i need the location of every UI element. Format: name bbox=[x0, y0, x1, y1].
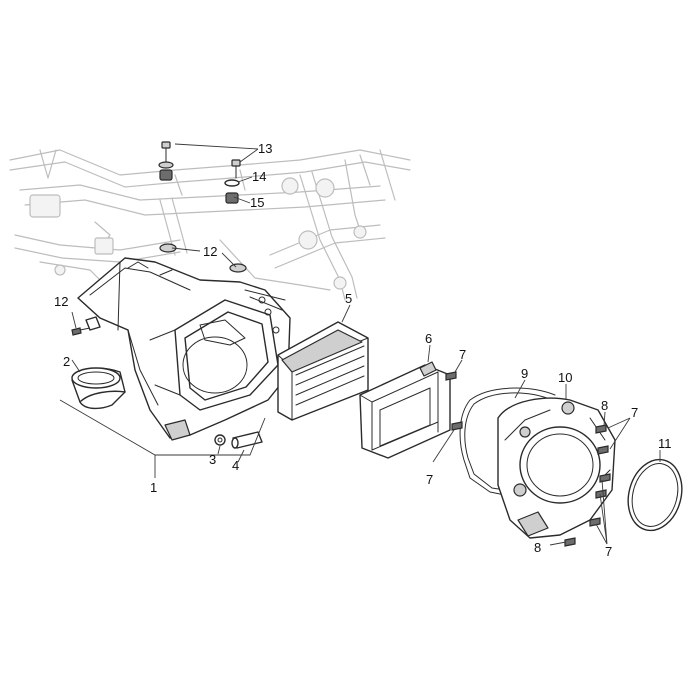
callout-9: 9 bbox=[521, 366, 528, 381]
callout-12-left: 12 bbox=[54, 294, 68, 309]
callout-14: 14 bbox=[252, 169, 266, 184]
cover-screws bbox=[445, 371, 611, 547]
ring-seal bbox=[627, 458, 683, 532]
callout-4: 4 bbox=[232, 458, 239, 473]
callout-8-top: 8 bbox=[601, 398, 608, 413]
intake-duct bbox=[71, 367, 126, 410]
leader-lines bbox=[59, 143, 661, 546]
air-filter-element bbox=[277, 321, 369, 421]
callout-7-bottom: 7 bbox=[605, 544, 612, 559]
callout-5: 5 bbox=[345, 291, 352, 306]
callout-7-left: 7 bbox=[426, 472, 433, 487]
callout-3: 3 bbox=[209, 452, 216, 467]
callout-1: 1 bbox=[150, 480, 157, 495]
callout-7-right: 7 bbox=[631, 405, 638, 420]
pin-part bbox=[231, 431, 263, 449]
motorcycle-frame bbox=[9, 149, 411, 301]
upper-bolt-right bbox=[224, 159, 241, 204]
upper-bolt-left bbox=[158, 141, 174, 181]
callout-labels: 1 2 3 4 5 6 7 7 7 7 8 8 9 10 11 12 12 13… bbox=[54, 141, 672, 559]
filter-frame bbox=[359, 361, 451, 459]
callout-8-bottom: 8 bbox=[534, 540, 541, 555]
callout-2: 2 bbox=[63, 354, 70, 369]
callout-11: 11 bbox=[658, 436, 672, 451]
callout-13: 13 bbox=[258, 141, 272, 156]
callout-15: 15 bbox=[250, 195, 264, 210]
callout-7-top: 7 bbox=[459, 347, 466, 362]
cover-gasket bbox=[459, 387, 556, 496]
callout-12-top: 12 bbox=[203, 244, 217, 259]
airbox-housing bbox=[77, 257, 291, 441]
airbox-cover bbox=[497, 397, 616, 539]
screw-with-nut bbox=[71, 316, 101, 336]
clip-part bbox=[214, 434, 226, 446]
callout-6: 6 bbox=[425, 331, 432, 346]
callout-10: 10 bbox=[558, 370, 572, 385]
